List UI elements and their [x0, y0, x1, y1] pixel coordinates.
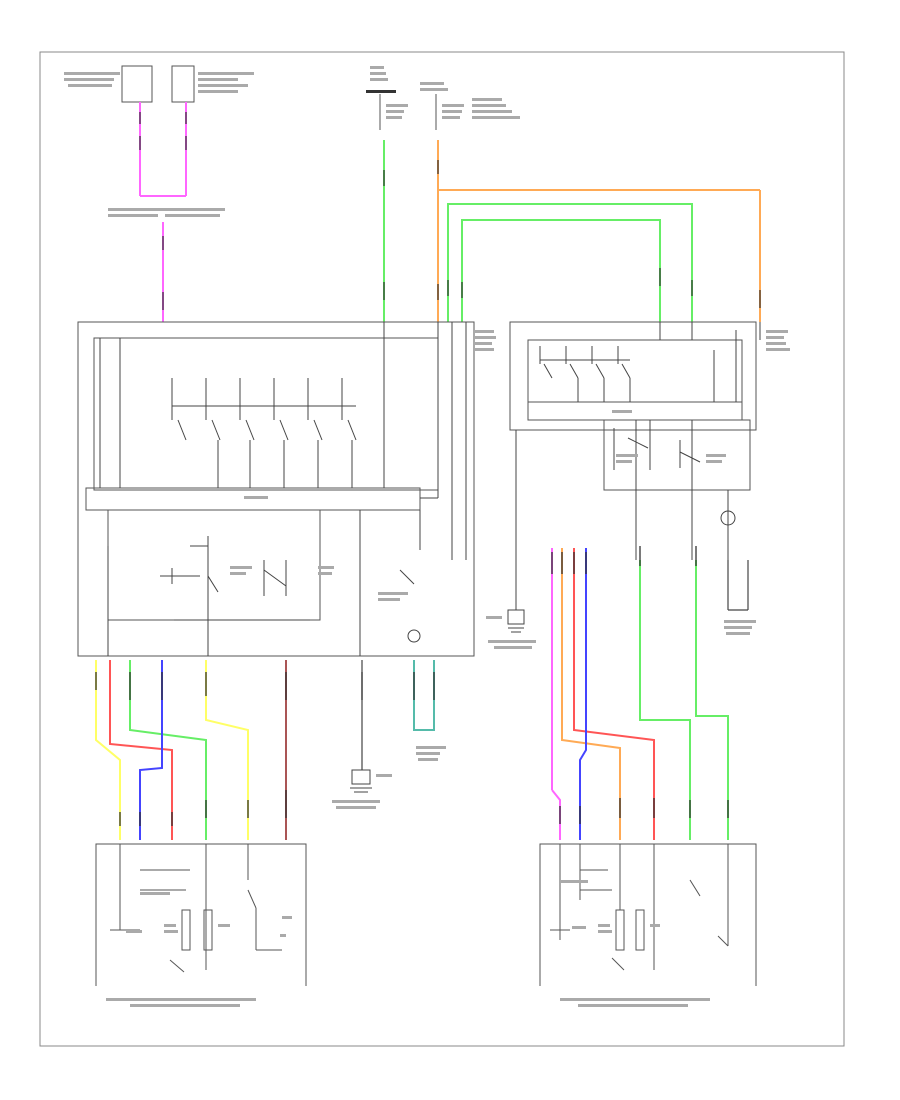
left-harness-wires [95, 660, 435, 840]
right-switch-labels [612, 330, 790, 463]
main-switch-lower [107, 322, 467, 656]
orange-wire-power [437, 140, 761, 322]
power-supply-labels [366, 66, 520, 119]
main-switch-block [77, 321, 475, 657]
right-switch-block [509, 321, 757, 491]
right-harness-wires [551, 548, 729, 840]
right-switch-contacts [515, 322, 761, 560]
diagram-frame [39, 51, 845, 1047]
green-wire-loop [447, 203, 693, 322]
pink-wire-top [139, 102, 187, 322]
right-ground-1 [507, 560, 525, 633]
right-front-motor [539, 843, 757, 986]
top-left-module-a [121, 65, 153, 103]
right-sensor-wires [727, 560, 749, 611]
top-left-labels [64, 72, 254, 217]
left-front-motor [95, 843, 307, 986]
main-switch-contacts [99, 322, 439, 499]
left-ground [350, 769, 372, 793]
top-left-module-b [171, 65, 195, 103]
main-switch-labels [230, 330, 496, 601]
